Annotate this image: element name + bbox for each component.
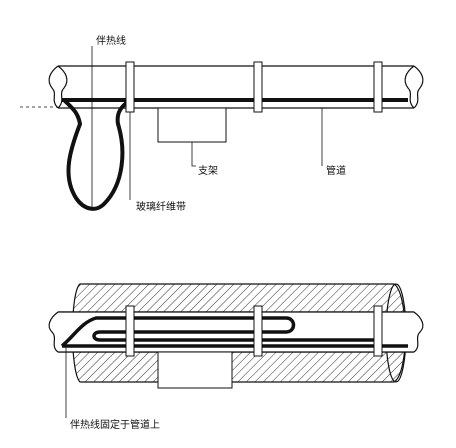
bottom-straps [125,305,383,357]
bottom-figure: 伴热线固定于管道上 [48,283,424,431]
top-bracket [157,107,227,143]
top-figure: 伴热线 支架 管道 玻璃纤维带 [20,34,424,213]
top-pipe [48,65,424,109]
label-pipe: 管道 [326,164,346,177]
label-bracket: 支架 [198,165,218,177]
bottom-heat-trace-cable [60,316,408,348]
top-heat-trace-loop [62,98,132,211]
label-heat-trace-fixed: 伴热线固定于管道上 [70,418,160,431]
label-glass-fiber-tape: 玻璃纤维带 [136,200,186,213]
top-straps [125,61,383,113]
label-heat-trace: 伴热线 [96,34,126,47]
leader-bracket [191,142,196,167]
bottom-bracket [157,351,233,389]
